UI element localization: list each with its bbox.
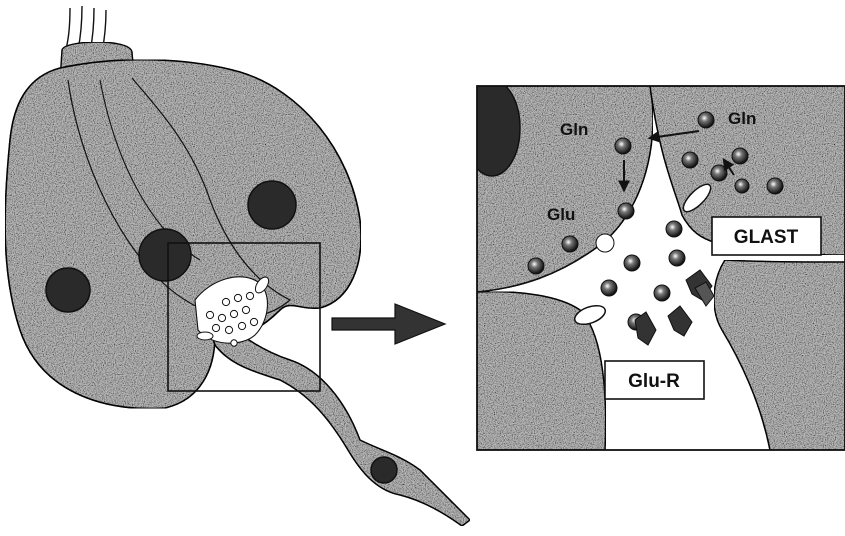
gln-left-label: Gln	[560, 120, 588, 139]
glu-r-label-box: Glu-R	[605, 361, 704, 399]
nucleus-small-cell	[371, 457, 397, 483]
zoom-arrow	[332, 304, 445, 344]
glu-r-label: Glu-R	[628, 371, 680, 392]
inset-panel: GLAST Glu-R Gln Gln Glu	[464, 80, 845, 450]
nucleus-left	[46, 268, 90, 312]
nucleus-center	[139, 229, 191, 281]
overview-receptor	[197, 332, 213, 340]
glial-cell-body	[5, 60, 361, 409]
nucleus-right	[248, 181, 296, 229]
glast-label-box: GLAST	[712, 217, 821, 255]
glu-label: Glu	[547, 205, 575, 224]
glast-label: GLAST	[734, 227, 799, 248]
overview-panel	[5, 6, 470, 526]
gln-right-label: Gln	[728, 109, 756, 128]
